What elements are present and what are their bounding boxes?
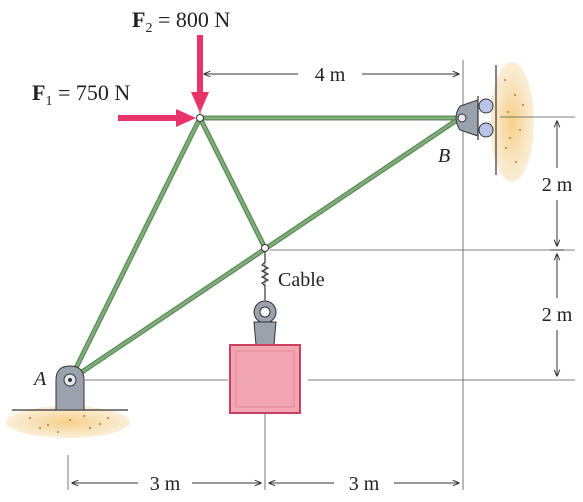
ground-a <box>6 406 130 438</box>
cable-assembly <box>229 252 301 414</box>
pin-support-a <box>55 365 85 411</box>
dim-right-lower-label: 2 m <box>542 304 573 326</box>
wall-b <box>490 62 534 182</box>
dimension-right <box>550 121 564 376</box>
dim-right-upper-label: 2 m <box>542 174 573 196</box>
support-a-label: A <box>32 368 47 390</box>
force-f1-arrow <box>118 109 196 127</box>
dim-bottom-right-label: 3 m <box>349 473 380 495</box>
support-b-label: B <box>438 145 450 167</box>
force-f2-label: F2 = 800 N <box>132 7 230 36</box>
hanging-weight <box>229 344 301 414</box>
dim-bottom-left-label: 3 m <box>150 473 181 495</box>
truss-members <box>67 115 463 383</box>
roller-support-b <box>455 96 494 140</box>
joints <box>196 114 269 252</box>
dim-top-label: 4 m <box>315 64 346 86</box>
force-f2-arrow <box>191 35 209 113</box>
force-f1-label: F1 = 750 N <box>32 80 130 109</box>
cable-label: Cable <box>278 269 325 291</box>
